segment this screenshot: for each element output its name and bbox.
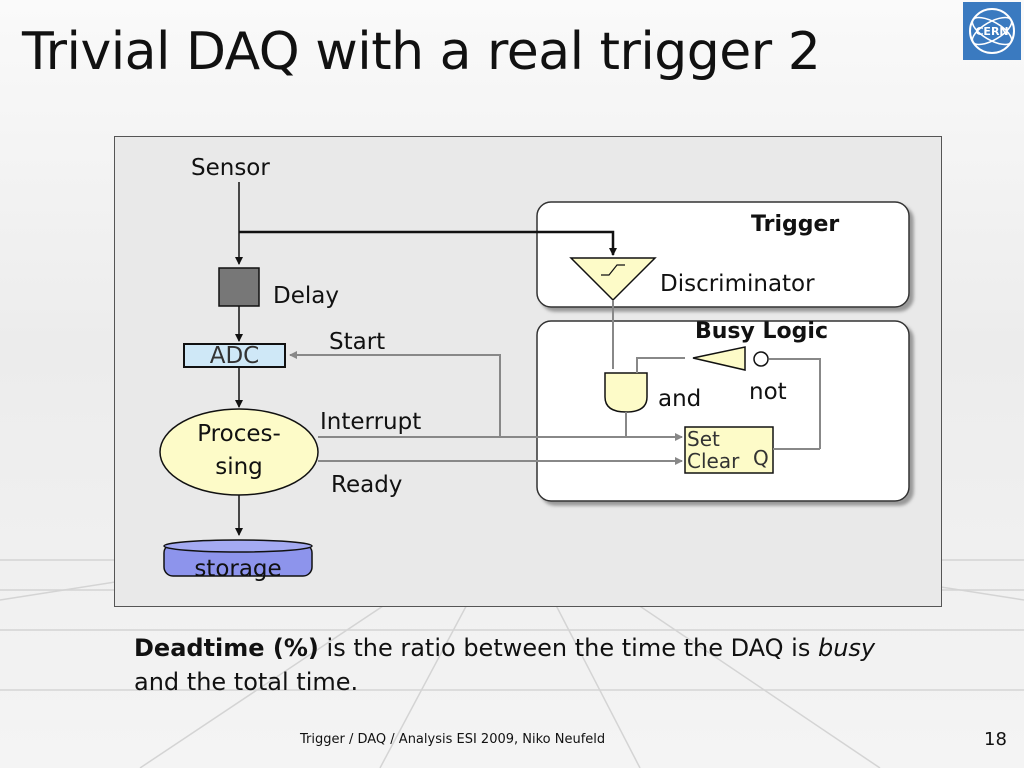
delay-label: Delay	[273, 283, 339, 309]
discriminator-symbol	[569, 257, 657, 302]
processing-label-line2: sing	[215, 454, 263, 480]
and-gate	[604, 372, 648, 413]
start-label: Start	[329, 329, 386, 355]
set-clear-latch	[684, 426, 774, 474]
start-line	[289, 351, 501, 436]
delay-box	[218, 267, 260, 307]
sensor-label: Sensor	[191, 155, 270, 181]
processing-label-line1: Proces-	[197, 421, 281, 447]
not-gate	[692, 346, 746, 371]
description-part1: is the ratio between the time the DAQ is	[318, 634, 818, 662]
slide-title: Trivial DAQ with a real trigger 2	[22, 22, 821, 82]
busy-logic-box	[536, 320, 910, 502]
clear-label: Clear	[687, 449, 740, 473]
q-output-label: Q	[753, 446, 769, 470]
page-number: 18	[984, 729, 1007, 750]
and-label: and	[658, 386, 702, 412]
set-label: Set	[687, 427, 720, 451]
description-part2: and the total time.	[134, 667, 359, 696]
slide-footer: Trigger / DAQ / Analysis ESI 2009, Niko …	[300, 732, 606, 747]
cern-logo: CERN	[963, 2, 1021, 60]
adc-label: ADC	[209, 343, 260, 369]
discriminator-label: Discriminator	[660, 271, 815, 297]
ready-label: Ready	[331, 472, 403, 498]
trigger-label: Trigger	[751, 212, 840, 237]
svg-text:CERN: CERN	[975, 25, 1008, 38]
adc-box	[183, 343, 286, 368]
sensor-to-trigger-line	[239, 230, 617, 256]
storage-label: storage	[194, 556, 282, 582]
deadtime-term: Deadtime (%)	[134, 634, 319, 662]
busy-logic-label: Busy Logic	[695, 319, 828, 344]
not-label: not	[749, 379, 787, 405]
interrupt-label: Interrupt	[320, 409, 422, 435]
busy-word: busy	[817, 634, 876, 662]
deadtime-description: Deadtime (%) is the ratio between the ti…	[134, 632, 894, 699]
daq-diagram: Sensor Delay ADC Start Proces- sing Inte…	[114, 136, 942, 607]
